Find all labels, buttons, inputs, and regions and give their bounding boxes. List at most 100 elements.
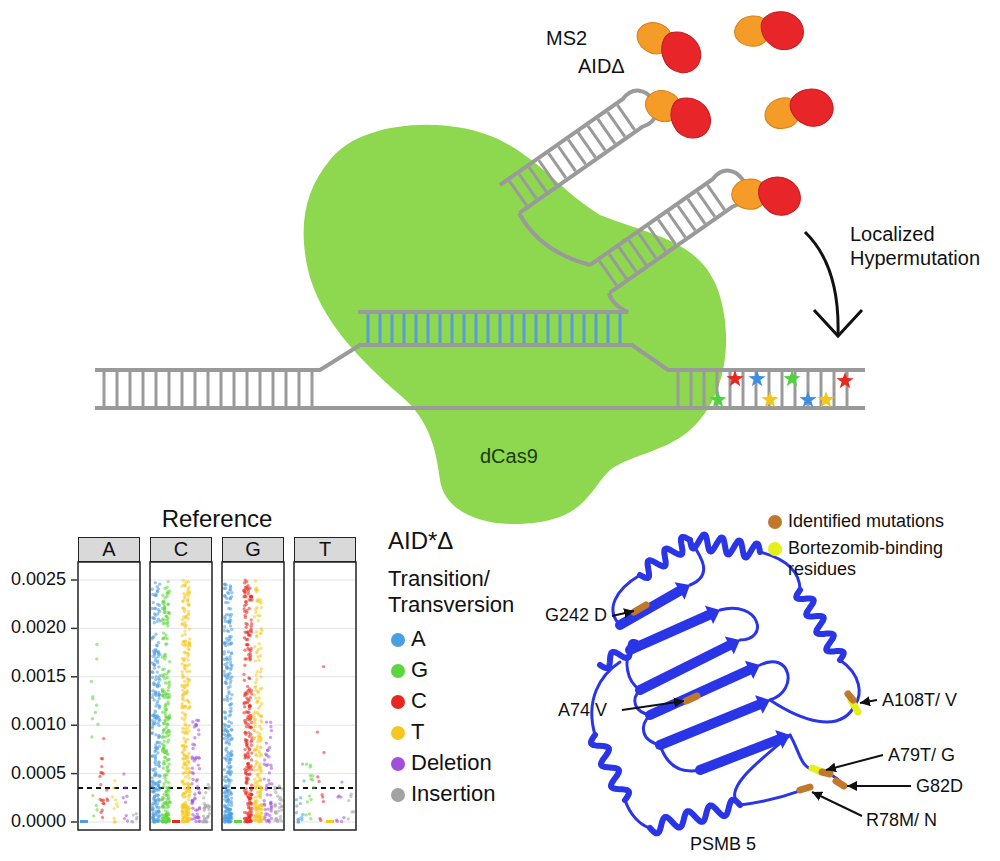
- data-dot: [180, 744, 183, 747]
- data-dot: [161, 731, 164, 734]
- data-dot: [191, 755, 194, 758]
- zero-bar: [172, 820, 180, 823]
- data-dot: [260, 808, 263, 811]
- data-dot: [246, 820, 249, 823]
- data-dot: [258, 765, 261, 768]
- data-dot: [253, 796, 256, 799]
- data-dot: [184, 771, 187, 774]
- data-dot: [196, 787, 199, 790]
- data-dot: [250, 758, 253, 761]
- facet-strip: T: [294, 537, 356, 562]
- data-dot: [206, 815, 209, 818]
- data-dot: [301, 762, 304, 765]
- data-dot: [122, 772, 125, 775]
- data-dot: [158, 684, 161, 687]
- mutation-sites: [634, 605, 858, 790]
- data-dot: [100, 765, 103, 768]
- data-dot: [257, 773, 260, 776]
- rna-dna-pair: [583, 314, 586, 343]
- data-dot: [186, 689, 189, 692]
- data-dot: [197, 763, 200, 766]
- axis-tick-label: 0.0005: [4, 763, 66, 785]
- data-dot: [227, 762, 230, 765]
- data-dot: [161, 820, 164, 823]
- data-dot: [248, 735, 251, 738]
- data-dot: [255, 673, 258, 676]
- data-dot: [151, 785, 154, 788]
- data-dot: [278, 802, 281, 805]
- data-dot: [223, 594, 226, 597]
- data-dot: [151, 670, 154, 673]
- data-dot: [223, 625, 226, 628]
- zero-bar: [80, 820, 88, 823]
- beta-strand: [700, 739, 779, 770]
- data-dot: [230, 812, 233, 815]
- data-dot: [105, 788, 108, 791]
- data-dot: [259, 675, 262, 678]
- data-dot: [151, 676, 154, 679]
- data-dot: [135, 817, 138, 820]
- data-dot: [229, 734, 232, 737]
- data-dot: [222, 587, 225, 590]
- beta-strand-head: [775, 730, 790, 749]
- data-dot: [230, 804, 233, 807]
- data-dot: [246, 746, 249, 749]
- data-dot: [229, 642, 232, 645]
- data-dot: [335, 818, 338, 821]
- data-dot: [162, 747, 165, 750]
- data-dot: [157, 734, 160, 737]
- data-dot: [250, 751, 253, 754]
- data-dot: [161, 689, 164, 692]
- data-dot: [183, 621, 186, 624]
- data-dot: [188, 627, 191, 630]
- data-dot: [229, 758, 232, 761]
- data-dot: [194, 723, 197, 726]
- data-dot: [242, 607, 245, 610]
- data-dot: [197, 820, 200, 823]
- data-dot: [347, 799, 350, 802]
- data-dot: [270, 807, 273, 810]
- data-dot: [260, 812, 263, 815]
- hairpin-pair: [539, 160, 556, 185]
- grid-line: [150, 773, 212, 774]
- data-dot: [163, 618, 166, 621]
- axis-tick-label: 0.0010: [4, 714, 66, 736]
- data-dot: [153, 774, 156, 777]
- data-dot: [151, 755, 154, 758]
- data-dot: [266, 807, 269, 810]
- alpha-helix: [796, 590, 844, 660]
- rna-dna-pair: [427, 314, 430, 343]
- data-dot: [230, 702, 233, 705]
- dna-duplex: [95, 213, 865, 408]
- data-dot: [168, 762, 171, 765]
- data-dot: [94, 711, 97, 714]
- data-dot: [226, 771, 229, 774]
- data-dot: [187, 586, 190, 589]
- data-dot: [166, 676, 169, 679]
- data-dot: [259, 739, 262, 742]
- data-dot: [151, 655, 154, 658]
- data-dot: [230, 770, 233, 773]
- data-dot: [182, 579, 185, 582]
- data-dot: [259, 817, 262, 820]
- mutation-label: R78M/ N: [866, 810, 937, 832]
- data-dot: [157, 704, 160, 707]
- data-dot: [180, 584, 183, 587]
- data-dot: [265, 788, 268, 791]
- data-dot: [187, 603, 190, 606]
- data-dot: [259, 632, 262, 635]
- data-dot: [164, 615, 167, 618]
- data-dot: [246, 820, 249, 823]
- data-dot: [124, 786, 127, 789]
- data-dot: [228, 642, 231, 645]
- data-dot: [228, 597, 231, 600]
- data-dot: [157, 665, 160, 668]
- data-dot: [252, 737, 255, 740]
- axis-tick: [71, 676, 77, 678]
- data-dot: [230, 728, 233, 731]
- data-dot: [193, 817, 196, 820]
- data-dot: [229, 765, 232, 768]
- legend-swatch: [391, 633, 405, 647]
- data-dot: [268, 771, 271, 774]
